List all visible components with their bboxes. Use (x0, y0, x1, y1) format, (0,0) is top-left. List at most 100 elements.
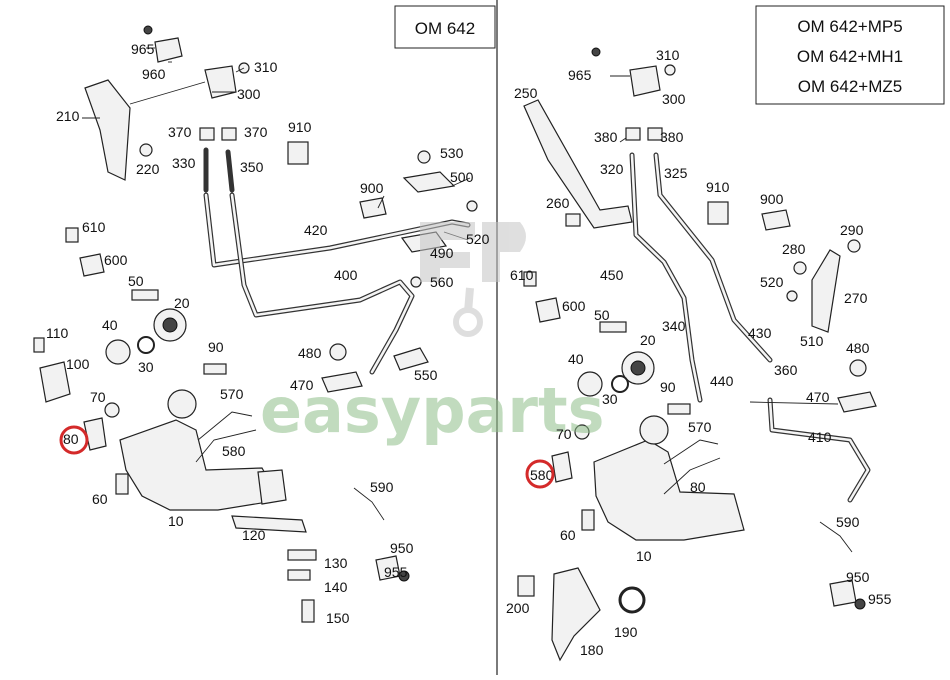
part-label-270: 270 (844, 290, 868, 306)
nut-480-r (849, 359, 867, 377)
part-label-340: 340 (662, 318, 686, 334)
clamp-40 (105, 339, 131, 365)
part-label-965: 965 (131, 41, 155, 57)
part-label-520: 520 (760, 274, 784, 290)
part-label-610: 610 (82, 219, 106, 235)
sensor-570 (197, 411, 253, 441)
bolt-520-r (786, 290, 798, 302)
part-label-70: 70 (556, 426, 572, 442)
part-label-320: 320 (600, 161, 624, 177)
gasket-80-r (551, 451, 573, 483)
part-label-20: 20 (640, 332, 656, 348)
right-variant-box (755, 5, 945, 105)
part-label-10: 10 (168, 513, 184, 529)
part-label-260: 260 (546, 195, 570, 211)
part-label-140: 140 (324, 579, 348, 595)
bracket-120 (231, 515, 307, 533)
highlight-80-right (525, 459, 555, 489)
part-label-570: 570 (688, 419, 712, 435)
valve-910 (287, 141, 309, 165)
part-label-110: 110 (46, 325, 69, 341)
sensor-580 (195, 429, 257, 463)
part-label-380: 380 (594, 129, 618, 145)
part-label-80: 80 (63, 431, 79, 447)
clamp-40-r (577, 371, 603, 397)
nut-290 (847, 239, 861, 253)
bolt-610-r (523, 271, 537, 287)
part-label-100: 100 (66, 356, 90, 372)
nut-310-r (664, 64, 676, 76)
hose-350 (225, 149, 235, 193)
part-label-210: 210 (56, 108, 80, 124)
nut-480 (329, 343, 347, 361)
part-label-300: 300 (662, 91, 686, 107)
part-label-550: 550 (414, 367, 438, 383)
nut-70 (104, 402, 120, 418)
bolt-50-r (599, 321, 627, 333)
part-label-520: 520 (466, 231, 490, 247)
part-label-220: 220 (136, 161, 160, 177)
right-variant-label-2: OM 642+MH1 (797, 47, 903, 66)
pressure-sensor-300 (204, 65, 237, 99)
part-label-570: 570 (220, 386, 244, 402)
nut-280 (793, 261, 807, 275)
part-label-190: 190 (614, 624, 638, 640)
pressure-sensor-300-r (629, 65, 661, 97)
part-label-560: 560 (430, 274, 454, 290)
part-label-120: 120 (242, 527, 266, 543)
part-label-30: 30 (138, 359, 154, 375)
part-label-10: 10 (636, 548, 652, 564)
bracket-500 (402, 171, 456, 193)
bolt-200 (517, 575, 535, 597)
part-label-20: 20 (174, 295, 190, 311)
bolt-110 (33, 337, 45, 353)
part-label-370: 370 (244, 124, 268, 140)
part-label-965: 965 (568, 67, 592, 83)
part-label-610: 610 (510, 267, 534, 283)
part-label-900: 900 (760, 191, 784, 207)
part-label-440: 440 (710, 373, 734, 389)
part-label-600: 600 (104, 252, 128, 268)
part-label-180: 180 (580, 642, 604, 658)
part-label-280: 280 (782, 241, 806, 257)
part-label-60: 60 (560, 527, 576, 543)
part-label-910: 910 (288, 119, 312, 135)
turbo-flange-r (639, 415, 669, 445)
turbo-flange (167, 389, 197, 419)
part-label-910: 910 (706, 179, 730, 195)
part-label-950: 950 (846, 569, 870, 585)
bracket-270 (811, 249, 841, 333)
part-label-90: 90 (660, 379, 676, 395)
bolt-90-r (667, 403, 691, 415)
part-label-400: 400 (334, 267, 358, 283)
watermark-text: easyparts (260, 374, 605, 447)
left-variant-box (394, 5, 496, 49)
part-label-250: 250 (514, 85, 538, 101)
sensor-960 (154, 37, 183, 63)
valve-910-r (707, 201, 729, 225)
bracket-600 (79, 253, 105, 277)
part-label-360: 360 (774, 362, 798, 378)
part-label-450: 450 (600, 267, 624, 283)
part-label-410: 410 (808, 429, 832, 445)
part-label-580: 580 (530, 467, 554, 483)
highlight-80-left (59, 425, 89, 455)
part-label-960: 960 (142, 66, 166, 82)
right-drawings (517, 47, 877, 662)
part-label-480: 480 (298, 345, 322, 361)
part-label-490: 490 (430, 245, 454, 261)
part-label-50: 50 (128, 273, 144, 289)
part-label-90: 90 (208, 339, 224, 355)
right-variant-label-3: OM 642+MZ5 (798, 77, 902, 96)
part-label-955: 955 (868, 591, 892, 607)
part-label-40: 40 (102, 317, 118, 333)
part-label-950: 950 (390, 540, 414, 556)
part-label-310: 310 (656, 47, 680, 63)
catalytic-converter-10 (119, 419, 281, 511)
part-label-290: 290 (840, 222, 864, 238)
clip-900-r (761, 209, 791, 231)
clamp-140 (287, 569, 311, 581)
bolt-150 (301, 599, 315, 623)
